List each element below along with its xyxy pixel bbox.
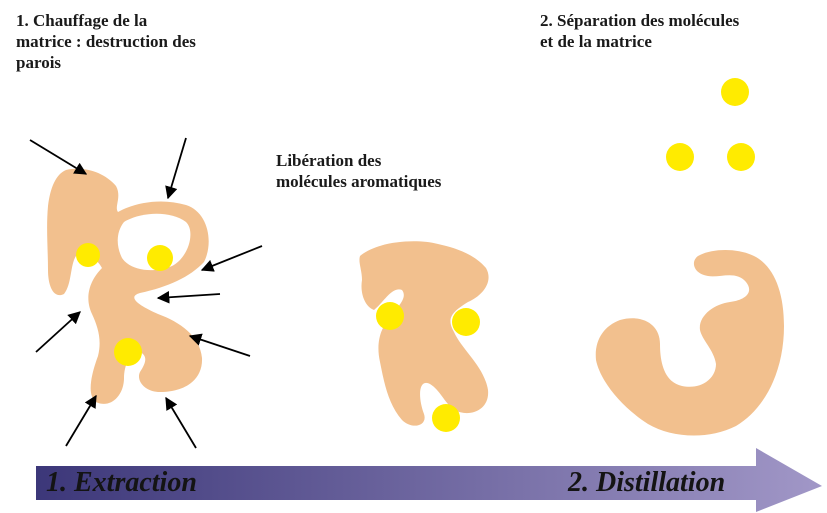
separated-molecules [666, 78, 755, 171]
matrix-blob-empty [596, 250, 784, 436]
molecule-dot [452, 308, 480, 336]
molecule-dot [721, 78, 749, 106]
molecule-dot [432, 404, 460, 432]
molecule-dot [147, 245, 173, 271]
heat-arrow [36, 312, 80, 352]
step1-line: 1. Chauffage de la [16, 10, 316, 31]
step2-line: 2. Séparation des molécules [540, 10, 827, 31]
matrix-blob-intact [47, 169, 209, 404]
opening-matrix [359, 241, 488, 432]
step1-line: matrice : destruction des [16, 31, 316, 52]
step1-heating-label: 1. Chauffage de la matrice : destruction… [16, 10, 316, 73]
step2-separation-label: 2. Séparation des molécules et de la mat… [540, 10, 827, 52]
heat-arrow [168, 138, 186, 198]
molecule-dot [727, 143, 755, 171]
heat-arrow [166, 398, 196, 448]
step1-line: parois [16, 52, 316, 73]
molecule-dot [114, 338, 142, 366]
heat-arrow [202, 246, 262, 270]
heat-arrow [66, 396, 96, 446]
liberation-label: Libération des molécules aromatiques [276, 150, 556, 192]
intact-matrix [47, 169, 209, 404]
heat-arrow [158, 294, 220, 298]
molecule-dot [76, 243, 100, 267]
molecule-dot [666, 143, 694, 171]
molecule-dot [376, 302, 404, 330]
heat-arrow [30, 140, 86, 174]
extraction-label: 1. Extraction [46, 466, 197, 500]
step2-line: et de la matrice [540, 31, 827, 52]
liberation-line: molécules aromatiques [276, 171, 556, 192]
distillation-label: 2. Distillation [568, 466, 725, 500]
liberation-line: Libération des [276, 150, 556, 171]
